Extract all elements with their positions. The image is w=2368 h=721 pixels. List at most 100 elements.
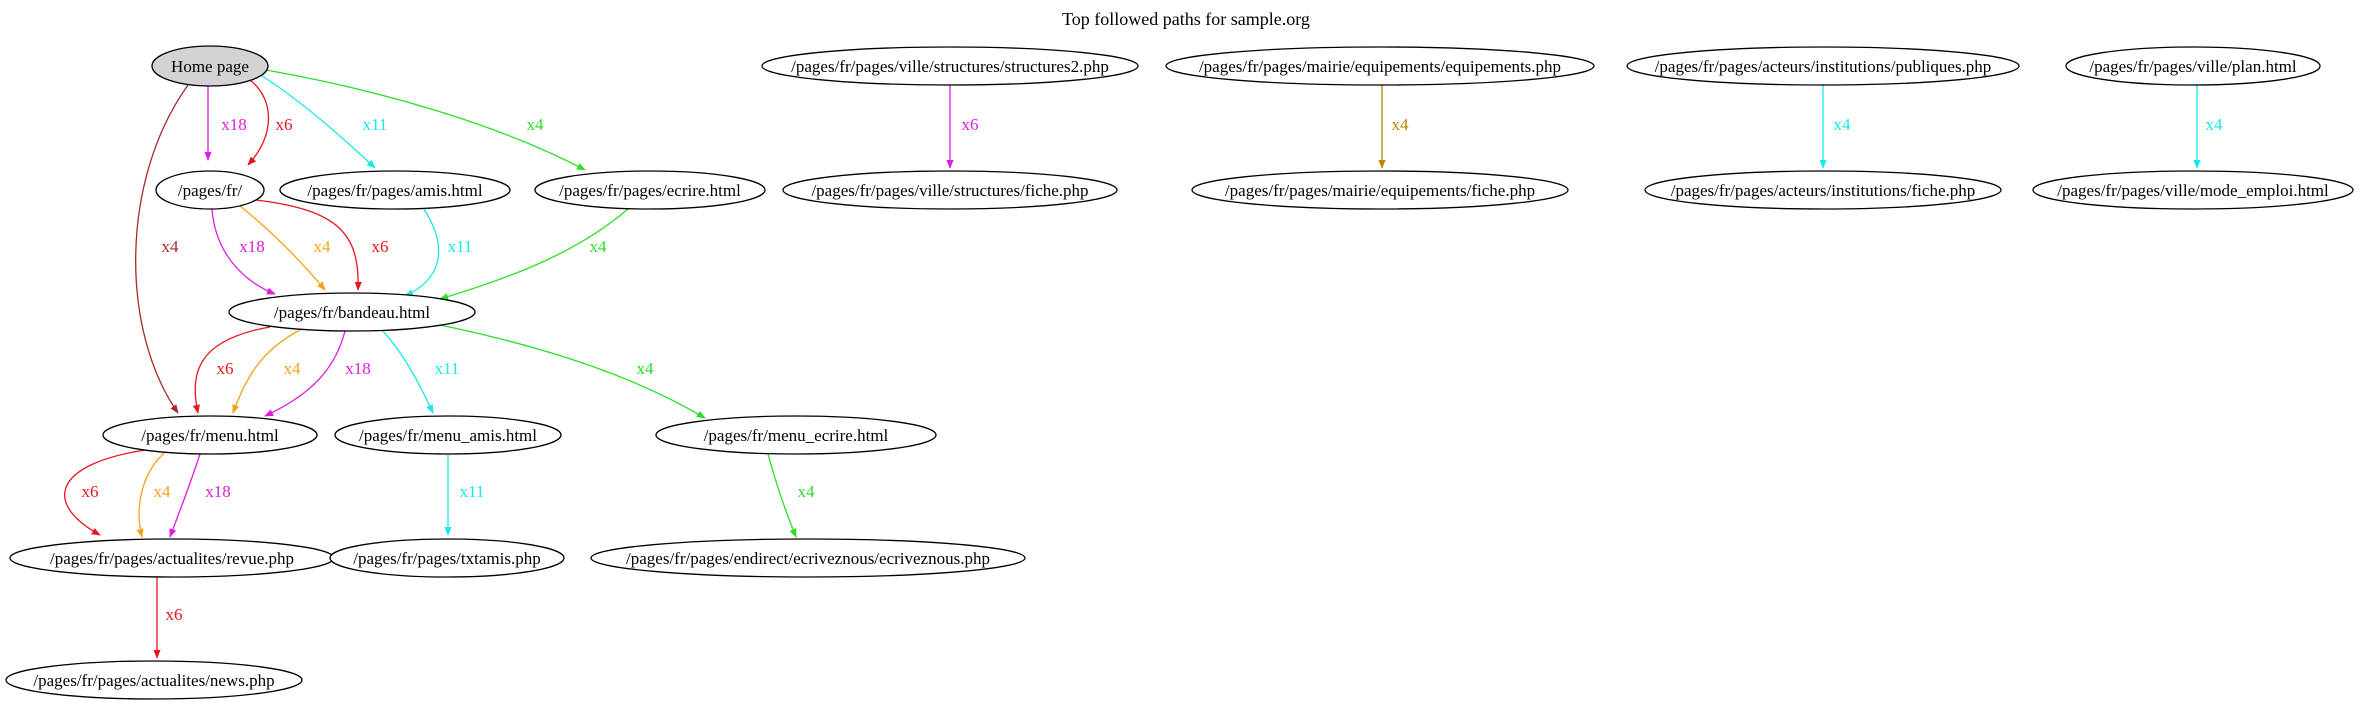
node-label: /pages/fr/ xyxy=(178,181,242,200)
node-plan: /pages/fr/pages/ville/plan.html xyxy=(2065,46,2321,86)
node-ellipse xyxy=(1165,46,1595,86)
node-label: /pages/fr/menu.html xyxy=(141,426,279,445)
node-ellipse xyxy=(1191,170,1569,210)
edge-label: x18 xyxy=(205,482,231,501)
node-label: /pages/fr/pages/amis.html xyxy=(307,181,482,200)
nodes-layer: Home page/pages/fr/ /pages/fr/pages/amis.… xyxy=(5,45,2354,700)
edge-home-fr-r: x6 xyxy=(247,79,293,166)
edge-label: x11 xyxy=(460,482,485,501)
edge-label: x6 xyxy=(217,359,234,378)
node-ellipse xyxy=(2065,46,2321,86)
node-menu_ecrire: /pages/fr/menu_ecrire.html xyxy=(655,415,937,455)
node-revue: /pages/fr/pages/actualites/revue.php xyxy=(9,538,335,578)
edge-line xyxy=(136,451,166,538)
edge-line xyxy=(232,328,303,414)
node-label: /pages/fr/menu_amis.html xyxy=(359,426,537,445)
node-amis: /pages/fr/pages/amis.html xyxy=(279,170,511,210)
node-ellipse xyxy=(228,292,476,332)
edge-label: x4 xyxy=(284,359,302,378)
edge-line xyxy=(255,199,362,291)
edge-home-menu: x4 xyxy=(135,84,189,414)
node-fr: /pages/fr/ xyxy=(155,170,265,210)
node-label: /pages/fr/pages/acteurs/institutions/fic… xyxy=(1671,181,1976,200)
edge-line xyxy=(381,329,434,414)
edge-menuecrire-ecriveznous: x4 xyxy=(767,453,815,538)
node-ellipse xyxy=(102,415,318,455)
node-ellipse xyxy=(155,170,265,210)
edge-revue-news: x6 xyxy=(153,577,183,659)
edge-line xyxy=(439,208,629,301)
edge-label: x4 xyxy=(314,237,332,256)
edge-label: x18 xyxy=(239,237,265,256)
edge-line xyxy=(247,79,270,166)
node-ellipse xyxy=(334,415,562,455)
edge-menu-revue-o: x4 xyxy=(136,451,172,538)
edge-label: x4 xyxy=(154,482,172,501)
edge-fr-bandeau-r: x6 xyxy=(255,199,389,291)
edge-menuamis-txtamis: x11 xyxy=(444,454,485,536)
node-txtamis: /pages/fr/pages/txtamis.php xyxy=(329,538,565,578)
node-ellipse xyxy=(151,45,269,87)
node-label: /pages/fr/pages/ecrire.html xyxy=(559,181,741,200)
edge-label: x6 xyxy=(962,115,979,134)
node-ecriveznous: /pages/fr/pages/endirect/ecriveznous/ecr… xyxy=(590,538,1026,578)
edge-home-amis: x11 xyxy=(261,75,388,169)
node-ellipse xyxy=(655,415,937,455)
node-label: /pages/fr/pages/ville/plan.html xyxy=(2089,57,2297,76)
edge-equipements-fiche: x4 xyxy=(1378,85,1410,169)
edge-label: x4 xyxy=(590,237,608,256)
node-label: /pages/fr/bandeau.html xyxy=(274,303,431,322)
edge-label: x6 xyxy=(372,237,389,256)
edge-label: x18 xyxy=(221,115,247,134)
node-home: Home page xyxy=(151,45,269,87)
node-ellipse xyxy=(2032,170,2354,210)
edge-label: x11 xyxy=(435,359,460,378)
edge-line xyxy=(239,205,326,291)
edge-label: x6 xyxy=(82,482,99,501)
edge-label: x6 xyxy=(276,115,293,134)
node-label: /pages/fr/pages/acteurs/institutions/pub… xyxy=(1655,57,1992,76)
edge-line xyxy=(261,75,376,169)
edge-line xyxy=(439,324,706,419)
node-label: /pages/fr/pages/ville/structures/fiche.p… xyxy=(811,181,1088,200)
edge-label: x4 xyxy=(1834,115,1852,134)
edge-label: x4 xyxy=(2206,115,2224,134)
node-equipfiche: /pages/fr/pages/mairie/equipements/fiche… xyxy=(1191,170,1569,210)
node-publiques: /pages/fr/pages/acteurs/institutions/pub… xyxy=(1626,46,2020,86)
edge-structures2-fiche: x6 xyxy=(946,85,979,169)
edge-menu-revue-m: x18 xyxy=(169,453,231,538)
node-equipements: /pages/fr/pages/mairie/equipements/equip… xyxy=(1165,46,1595,86)
edge-bandeau-menuamis: x11 xyxy=(381,329,460,414)
edge-home-ecrire: x4 xyxy=(265,69,586,171)
node-structures2: /pages/fr/pages/ville/structures/structu… xyxy=(761,46,1139,86)
edge-plan-modeemploi: x4 xyxy=(2193,85,2224,169)
edge-label: x4 xyxy=(527,115,545,134)
node-structfiche: /pages/fr/pages/ville/structures/fiche.p… xyxy=(782,170,1118,210)
node-ellipse xyxy=(761,46,1139,86)
edge-menu-revue-r: x6 xyxy=(64,449,146,536)
edge-label: x11 xyxy=(363,115,388,134)
edge-line xyxy=(404,208,440,297)
edge-line xyxy=(192,326,271,414)
node-modeemploi: /pages/fr/pages/ville/mode_emploi.html xyxy=(2032,170,2354,210)
node-instfiche: /pages/fr/pages/acteurs/institutions/fic… xyxy=(1644,170,2002,210)
edge-line xyxy=(265,69,586,171)
edge-bandeau-menuecrire: x4 xyxy=(439,324,706,419)
edge-publiques-fiche: x4 xyxy=(1819,85,1852,169)
node-ellipse xyxy=(1626,46,2020,86)
node-ellipse xyxy=(534,170,766,210)
node-ellipse xyxy=(1644,170,2002,210)
edge-label: x4 xyxy=(1392,115,1410,134)
node-label: Home page xyxy=(171,57,249,76)
node-ellipse xyxy=(782,170,1118,210)
node-ellipse xyxy=(5,660,303,700)
edge-bandeau-menu-m: x18 xyxy=(264,330,371,417)
node-label: /pages/fr/pages/actualites/revue.php xyxy=(50,549,294,568)
edge-label: x4 xyxy=(162,237,180,256)
edge-line xyxy=(264,330,346,417)
node-ellipse xyxy=(279,170,511,210)
node-news: /pages/fr/pages/actualites/news.php xyxy=(5,660,303,700)
edge-label: x11 xyxy=(448,237,473,256)
